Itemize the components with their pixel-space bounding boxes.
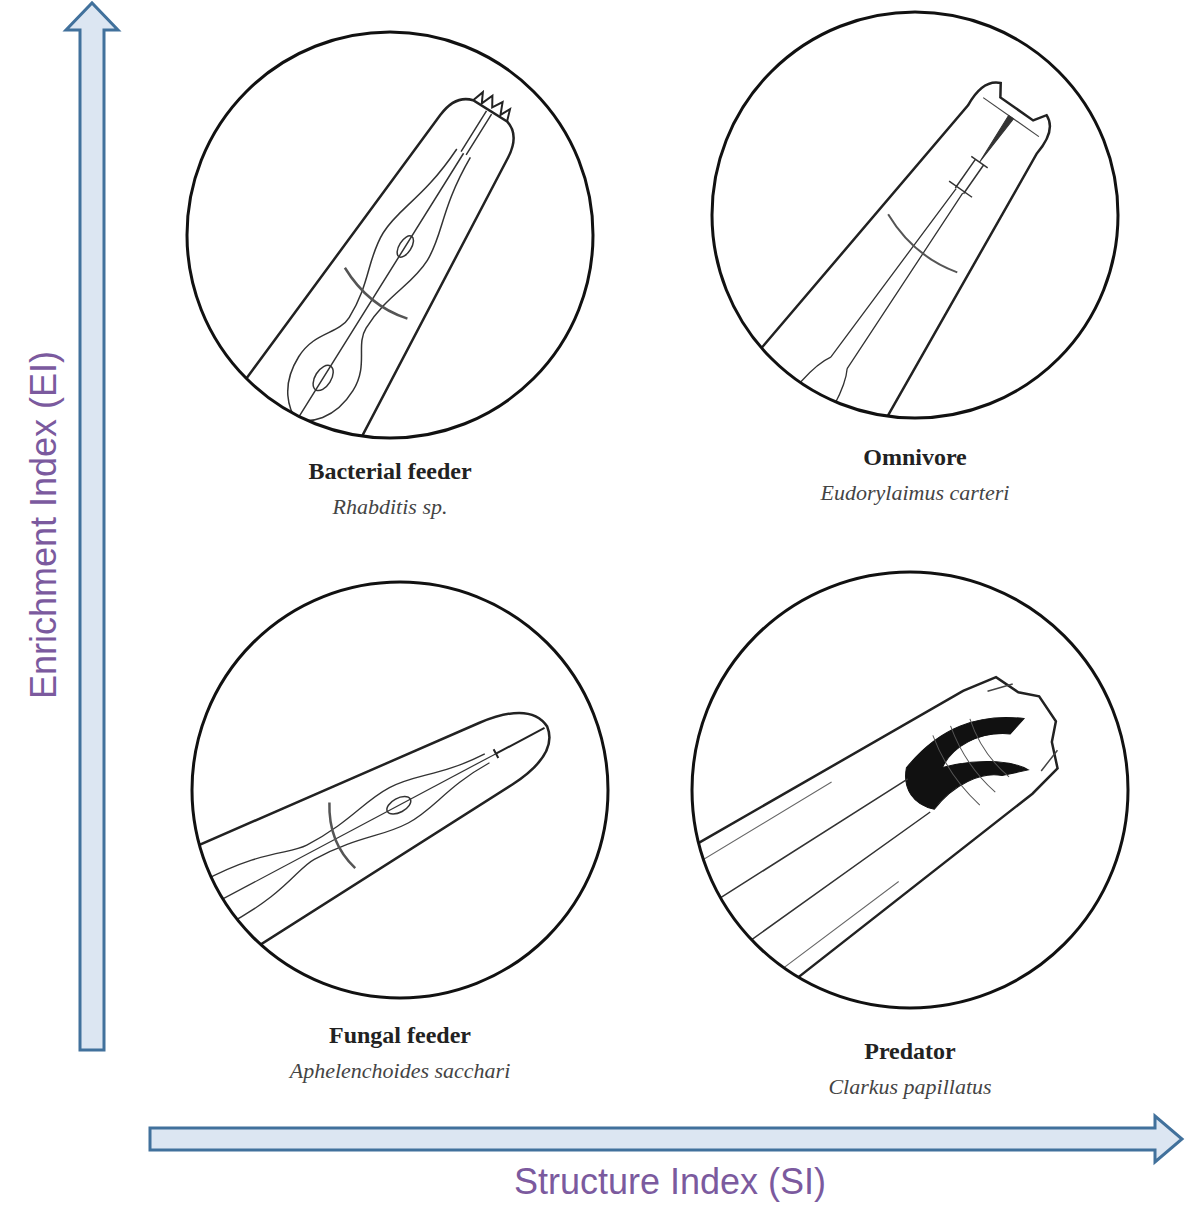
circle-outline — [120, 30, 660, 444]
specimen-circle: Fungal feederAphelenchoides sacchari — [125, 580, 675, 1086]
nerve-ring — [881, 214, 962, 276]
species-name: Clarkus papillatus — [625, 1073, 1186, 1102]
circle-outline — [692, 572, 1128, 1008]
odontostyle — [977, 115, 1013, 163]
median-bulb — [384, 793, 414, 818]
nematode-drawing — [167, 59, 561, 566]
median-bulb — [394, 233, 417, 260]
stoma — [291, 111, 491, 426]
species-name: Rhabditis sp. — [120, 493, 660, 522]
species-name: Eudorylaimus carteri — [645, 479, 1185, 508]
circle-outline — [187, 32, 593, 438]
pharynx — [270, 136, 491, 437]
stylet-knobs — [494, 749, 499, 758]
circle-outline — [192, 582, 608, 998]
stoma-tooth — [893, 692, 1049, 832]
specimen-circle: PredatorClarkus papillatus — [625, 570, 1186, 1102]
group-name: Predator — [625, 1036, 1186, 1067]
pharynx — [202, 736, 499, 926]
body-outline — [672, 50, 1093, 551]
guiding-ring — [948, 154, 991, 199]
group-name: Bacterial feeder — [120, 456, 660, 487]
y-axis-arrow — [66, 3, 118, 1050]
species-name: Aphelenchoides sacchari — [125, 1057, 675, 1086]
specimen-circle: OmnivoreEudorylaimus carteri — [645, 10, 1185, 508]
basal-bulb — [309, 362, 337, 394]
nematode-drawing — [672, 50, 1093, 551]
nerve-ring — [338, 268, 413, 322]
x-axis-arrow — [150, 1116, 1182, 1162]
body-outline — [563, 630, 1100, 1078]
lumen — [213, 754, 496, 904]
body-outline — [167, 71, 554, 566]
circle-outline — [645, 10, 1185, 424]
pharynx — [600, 771, 936, 1025]
group-name: Fungal feeder — [125, 1020, 675, 1051]
group-name: Omnivore — [645, 442, 1185, 473]
circle-outline — [125, 580, 675, 1004]
axis-label: Enrichment Index (EI) — [23, 351, 65, 699]
nerve-ring — [318, 803, 362, 871]
specimen-circle: Bacterial feederRhabditis sp. — [120, 30, 660, 522]
circle-outline — [625, 570, 1186, 1014]
body-detail — [574, 770, 907, 1062]
nematode-drawing — [563, 630, 1100, 1078]
body-detail — [210, 375, 356, 507]
circle-outline — [712, 12, 1118, 418]
axis-label: Structure Index (SI) — [514, 1161, 826, 1203]
stoma-rings — [929, 713, 1013, 808]
stylet — [496, 728, 545, 754]
cell — [120, 873, 158, 911]
lips — [473, 88, 514, 121]
